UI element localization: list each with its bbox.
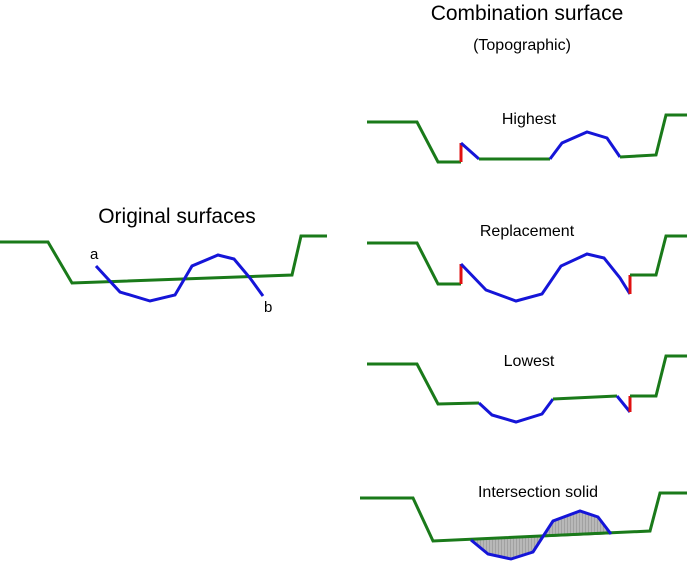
replacement-ground-left xyxy=(367,241,461,286)
original-ground-surface xyxy=(0,234,327,285)
original-title: Original surfaces xyxy=(98,205,256,228)
point-b-label: b xyxy=(264,299,272,316)
lowest-label: Lowest xyxy=(504,353,555,370)
highest-label: Highest xyxy=(502,111,557,128)
combination-subtitle: (Topographic) xyxy=(473,37,571,54)
replacement-design-surface xyxy=(459,252,632,303)
original-design-surface xyxy=(94,253,265,303)
highest-design-edge xyxy=(460,141,480,161)
intersection-design-surface xyxy=(470,509,613,561)
highest-ground-right xyxy=(619,113,687,159)
intersection-label: Intersection solid xyxy=(478,484,598,501)
lowest-ground-middle xyxy=(552,394,618,401)
highest-panel: Highest xyxy=(367,111,687,164)
lowest-design-trough xyxy=(477,398,555,424)
lowest-panel: Lowest xyxy=(367,353,687,424)
lowest-ground-left xyxy=(367,362,480,406)
highest-design-hump xyxy=(548,130,622,160)
point-a-label: a xyxy=(90,246,99,263)
replacement-panel: Replacement xyxy=(367,223,687,303)
original-surfaces: a b xyxy=(0,234,327,316)
replacement-ground-right xyxy=(630,234,687,277)
lowest-ground-right xyxy=(630,354,687,398)
intersection-panel: Intersection solid xyxy=(360,484,687,561)
intersection-ground-surface xyxy=(360,491,687,543)
highest-ground-left xyxy=(367,120,461,164)
replacement-label: Replacement xyxy=(480,223,575,240)
lowest-design-edge xyxy=(615,395,632,413)
combination-title: Combination surface xyxy=(431,2,624,25)
